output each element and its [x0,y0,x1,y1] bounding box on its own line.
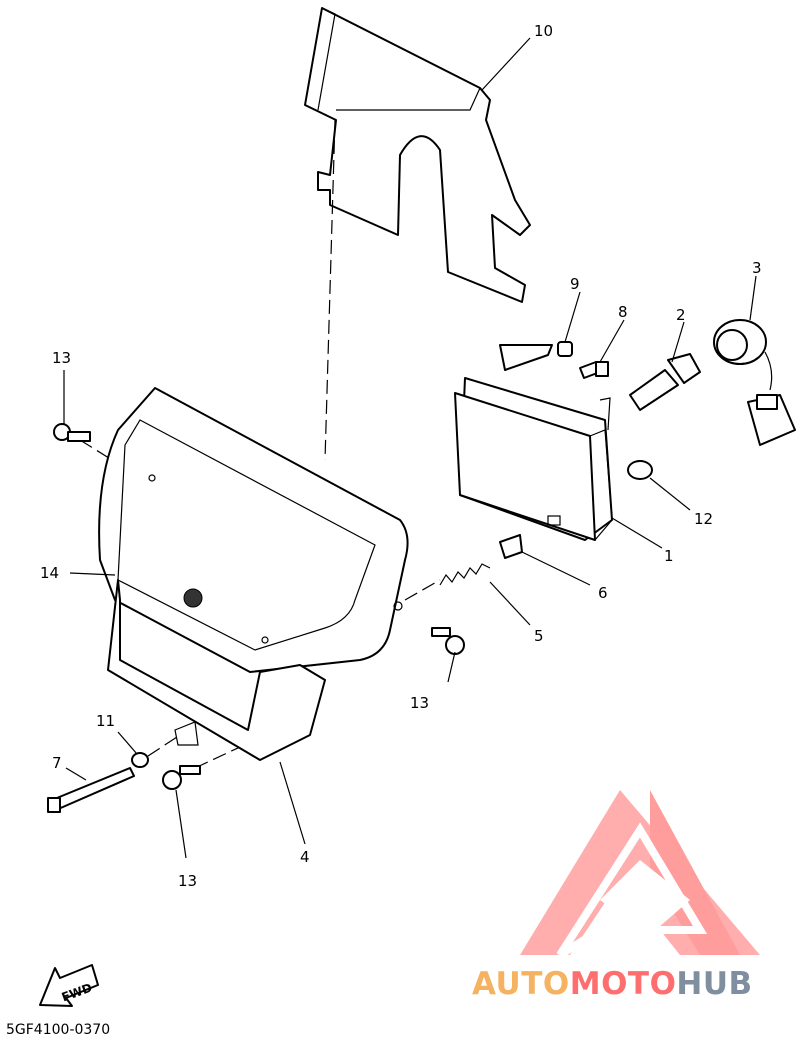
guide-line-11 [147,734,181,757]
watermark-text: AUTOMOTOHUB [472,966,753,1002]
leader-lines [63,37,757,859]
watermark-moto: MOTO [569,966,677,1002]
watermark-logo [520,790,760,959]
part-13-screw-b [431,627,465,655]
callout-2: 2 [676,306,686,324]
callout-3: 3 [752,259,762,277]
callout-13-right: 13 [410,694,429,712]
callout-14: 14 [40,564,59,582]
part-12-collar [627,460,653,480]
callout-9: 9 [570,275,580,293]
part-1-headlight [454,344,613,541]
part-5-spring [439,563,491,586]
part-9-collar [557,341,573,357]
guide-line-10 [324,119,336,461]
callout-12: 12 [694,510,713,528]
part-10-bracket [304,7,531,303]
callout-10: 10 [534,22,553,40]
part-8-bolt [579,361,609,379]
fwd-arrow: FWD [39,964,99,1007]
guide-line-5 [404,579,441,601]
callout-4: 4 [300,848,310,866]
part-13-screw-a [53,423,91,442]
part-3-socket [713,319,796,446]
part-14-cover [98,387,409,761]
part-6-grommet [499,534,523,559]
callout-6: 6 [598,584,608,602]
part-2-bulb [629,353,701,411]
callout-8: 8 [618,303,628,321]
diagram-code: 5GF4100-0370 [6,1022,111,1038]
part-11-washer [131,752,149,768]
part-7-bolt [47,767,135,813]
callout-labels: 10 9 8 2 3 12 1 6 5 13 13 14 11 7 13 4 [40,22,762,890]
callout-7: 7 [52,754,62,772]
callout-1: 1 [664,547,674,565]
part-13-screw-c [162,765,201,790]
guide-line-13c [194,739,256,769]
callout-11: 11 [96,712,115,730]
watermark-auto: AUTO [472,966,570,1002]
callout-5: 5 [534,627,544,645]
watermark-hub: HUB [676,966,753,1002]
callout-13-top: 13 [52,349,71,367]
callout-13-bottom: 13 [178,872,197,890]
